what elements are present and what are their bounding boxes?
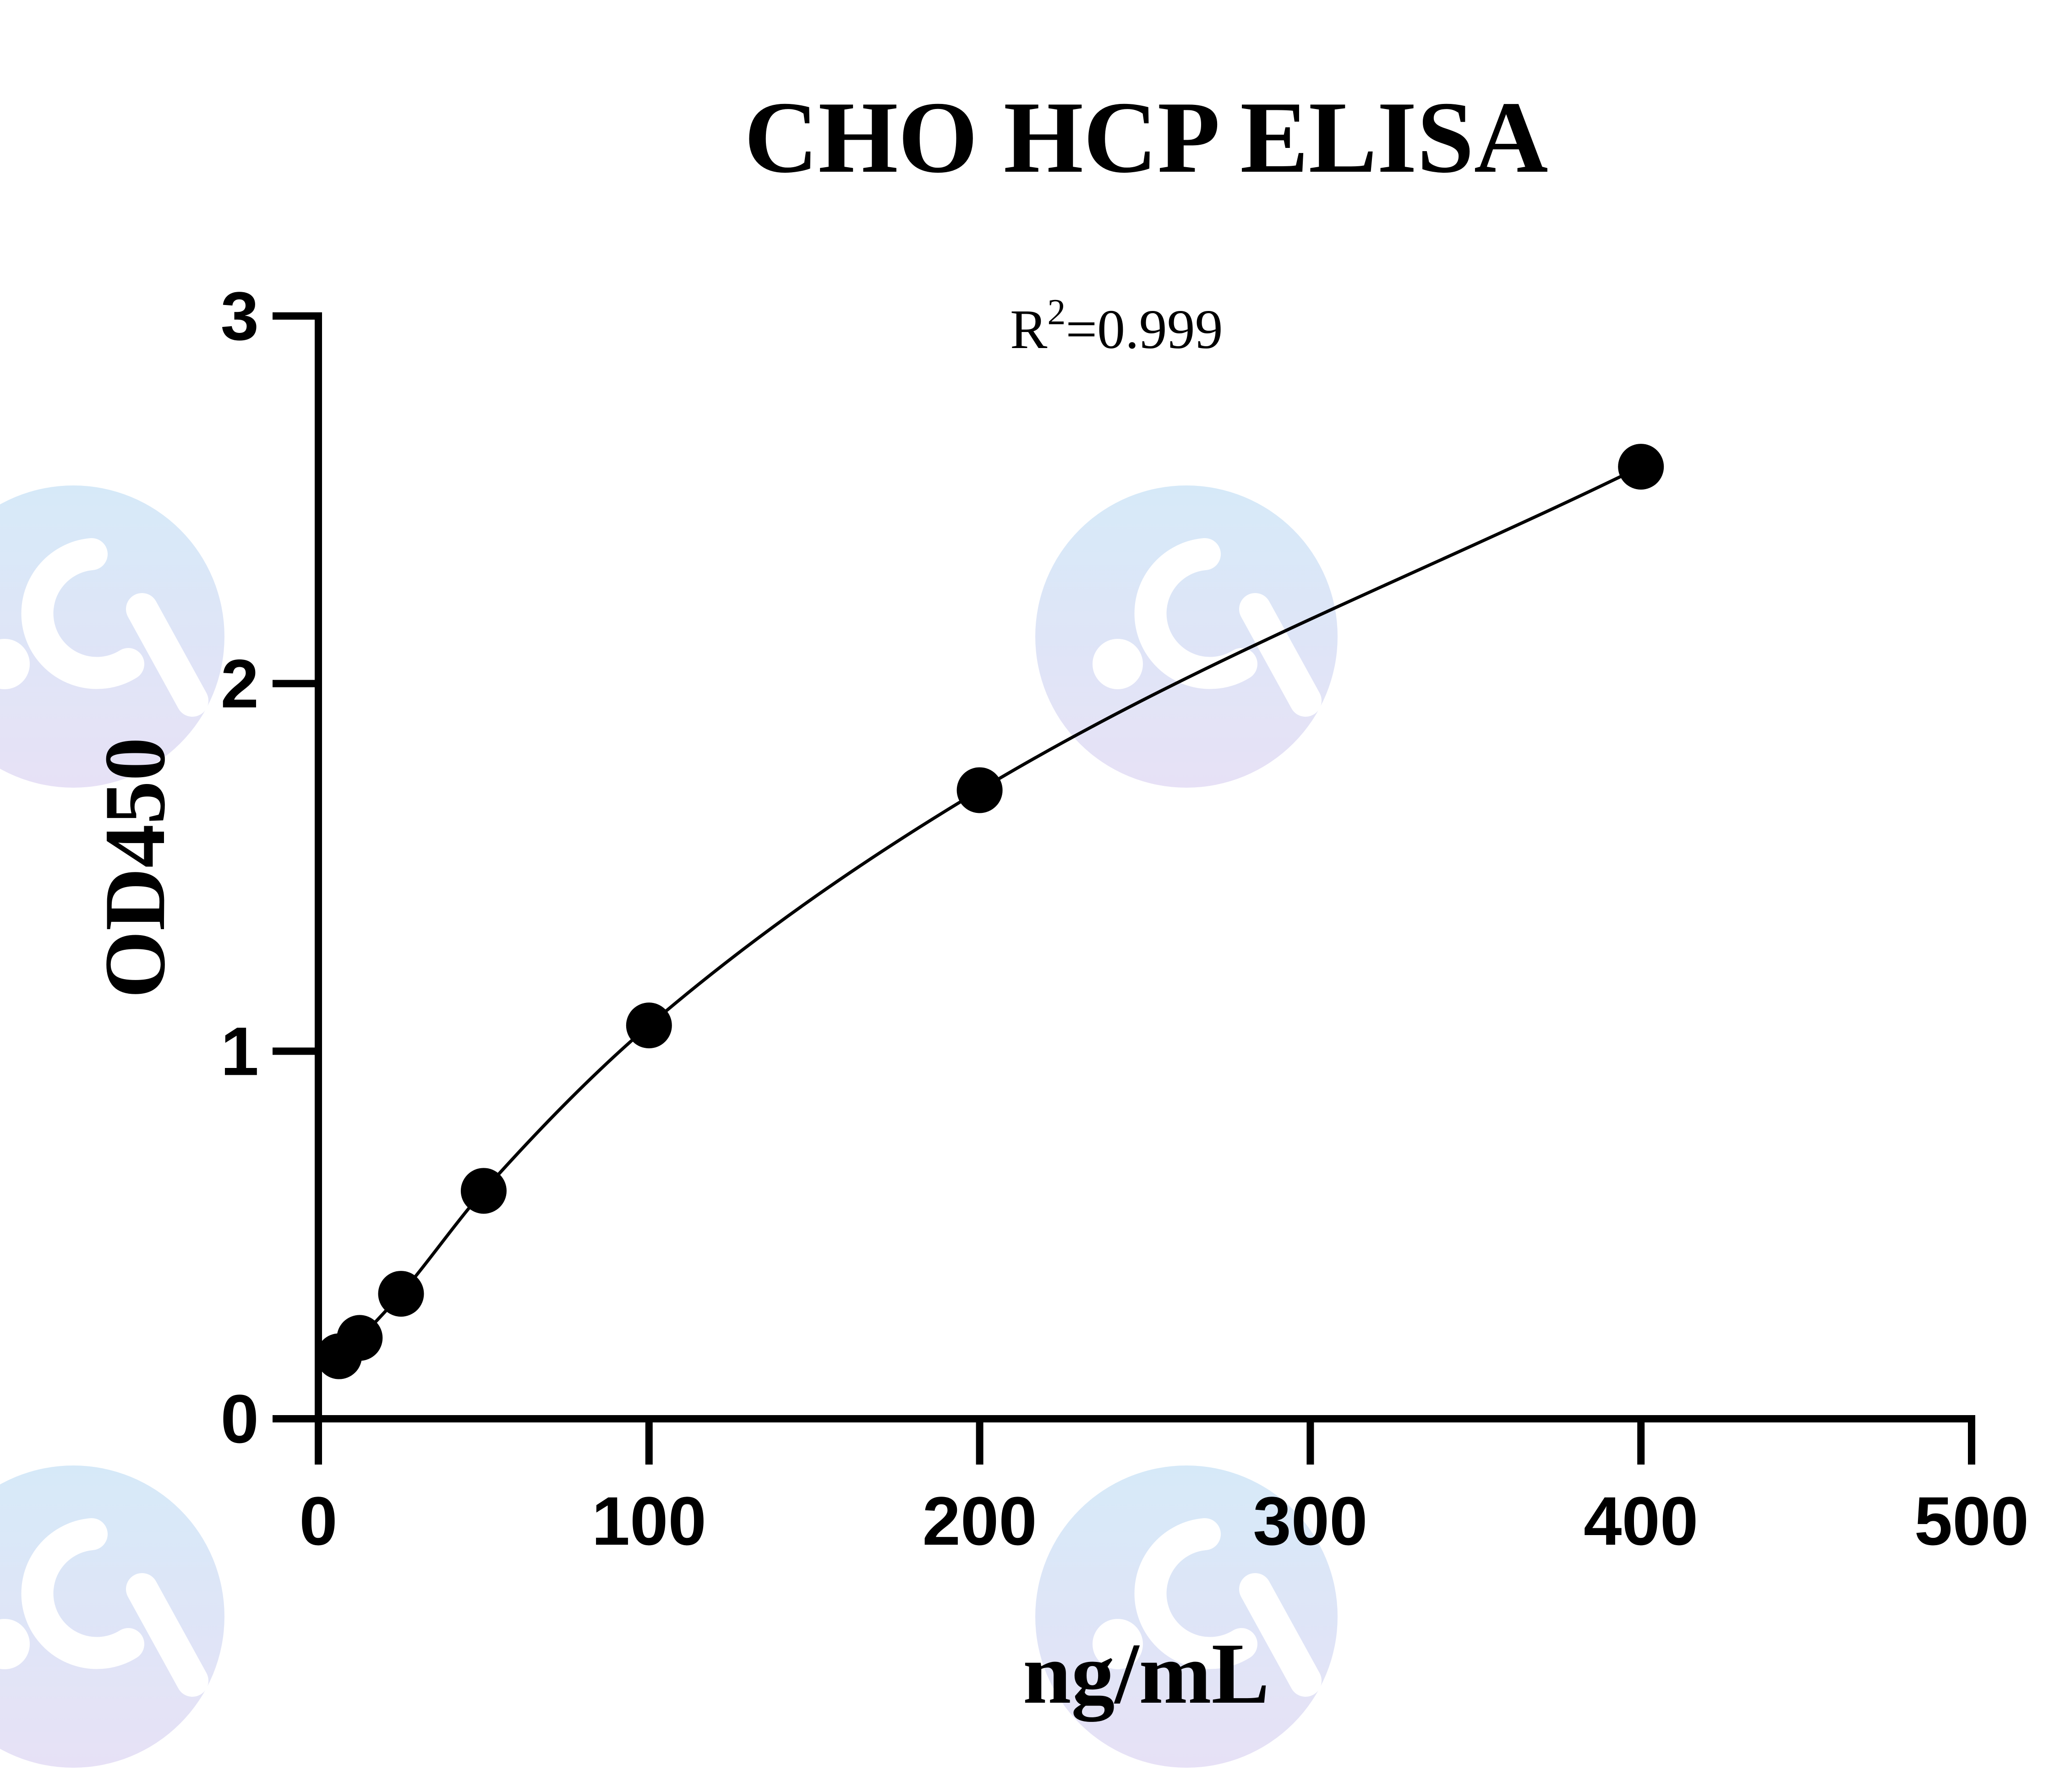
data-point bbox=[626, 1002, 672, 1049]
x-tick-label: 400 bbox=[1584, 1482, 1698, 1559]
tick-labels: 0 100 200 300 400 500 0 1 2 3 bbox=[221, 278, 2029, 1559]
y-tick-label: 3 bbox=[221, 278, 259, 354]
data-point bbox=[956, 767, 1003, 813]
data-points bbox=[316, 444, 1664, 1379]
x-tick-label: 500 bbox=[1914, 1482, 2029, 1559]
fit-curve bbox=[338, 465, 1642, 1358]
logo-watermark-icon bbox=[0, 1465, 224, 1768]
ticks bbox=[273, 312, 1975, 1465]
r-squared-annotation: R2=0.999 bbox=[1010, 292, 1223, 360]
x-tick-label: 300 bbox=[1253, 1482, 1367, 1559]
y-tick-label: 1 bbox=[221, 1013, 259, 1089]
watermarks bbox=[0, 485, 1338, 1768]
chart-title: CHO HCP ELISA bbox=[744, 81, 1548, 194]
x-tick-label: 100 bbox=[592, 1482, 706, 1559]
data-point bbox=[378, 1271, 424, 1317]
y-tick-label: 0 bbox=[221, 1380, 259, 1457]
logo-watermark-icon bbox=[1035, 485, 1338, 788]
y-tick-label: 2 bbox=[221, 645, 259, 722]
data-point bbox=[460, 1168, 507, 1214]
annotation-suffix: =0.999 bbox=[1065, 299, 1223, 360]
x-tick-label: 200 bbox=[922, 1482, 1037, 1559]
x-axis-label: ng/mL bbox=[1023, 1626, 1269, 1722]
annotation-superscript: 2 bbox=[1047, 292, 1065, 332]
data-point bbox=[337, 1315, 383, 1361]
data-point bbox=[1618, 444, 1664, 490]
y-axis-label: OD450 bbox=[87, 737, 183, 998]
x-tick-label: 0 bbox=[299, 1482, 337, 1559]
annotation-prefix: R bbox=[1010, 299, 1048, 360]
